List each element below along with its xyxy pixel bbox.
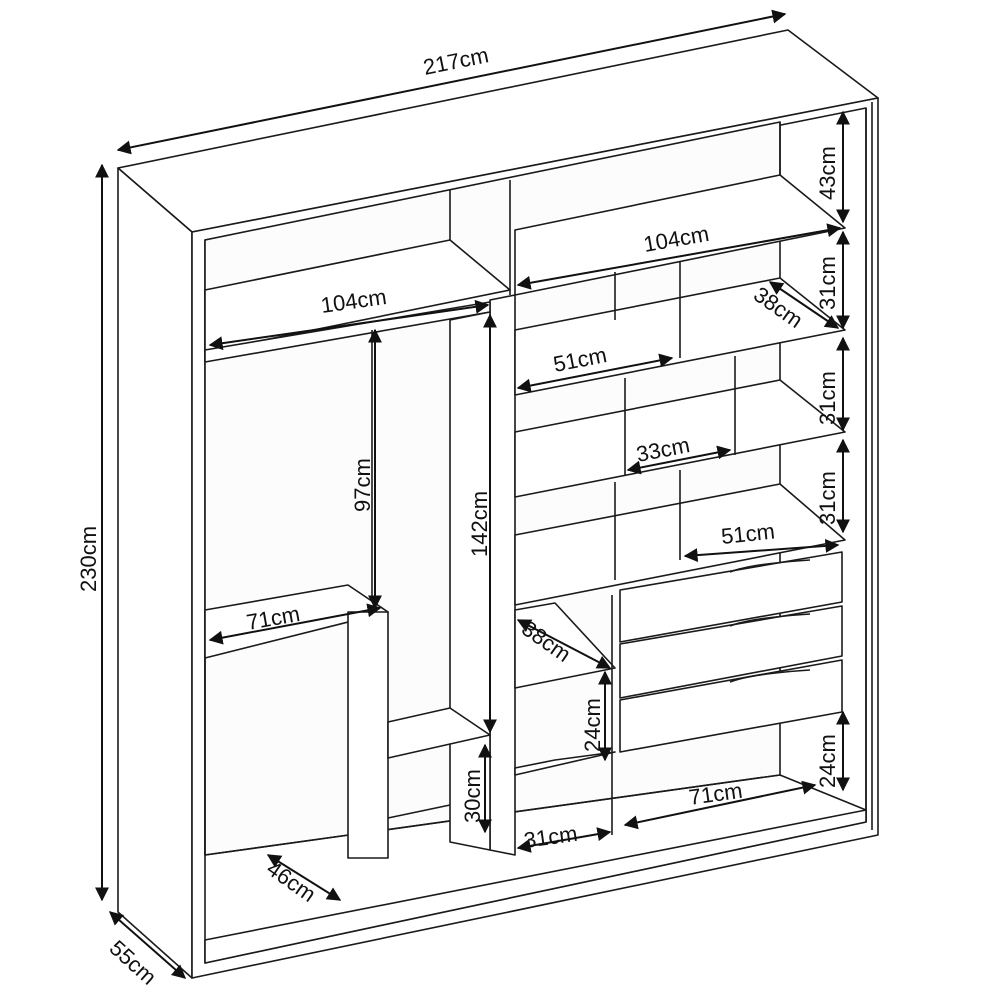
label-total-height: 230cm	[76, 526, 101, 592]
small-shelf-2	[514, 751, 616, 776]
dim-small-shelf-width	[516, 827, 612, 853]
dim-floor-depth	[266, 854, 342, 901]
low-shelf-back	[387, 804, 451, 819]
label-niche-lower: 51cm	[720, 518, 776, 548]
dim-niche-lower	[683, 538, 840, 563]
label-bottom-drawer-height: 24cm	[815, 734, 840, 788]
left-side-panel	[117, 167, 193, 979]
label-shelf-lower: 31cm	[815, 471, 840, 525]
drawer-3-handle	[729, 669, 811, 683]
dim-niche-middle	[626, 445, 732, 475]
drawer-2-handle	[729, 613, 811, 627]
central-divider	[489, 294, 516, 856]
dim-niche-upper	[516, 353, 674, 393]
wardrobe-carcass	[117, 29, 879, 979]
dim-shelf-depth-upper	[768, 281, 840, 329]
low-shelf	[387, 707, 491, 759]
dim-rail-lower	[208, 603, 382, 645]
dim-small-shelf-depth	[516, 619, 612, 669]
label-top-compartment: 43cm	[815, 146, 840, 200]
dim-top-shelf-right	[516, 223, 842, 290]
dim-top-shelf-left	[208, 299, 490, 351]
label-small-shelf-height: 24cm	[580, 698, 605, 752]
label-shelf-middle: 31cm	[815, 371, 840, 425]
dim-total-width	[116, 9, 787, 155]
label-low-shelf: 30cm	[460, 769, 485, 823]
dim-depth	[108, 911, 187, 979]
dim-bottom-drawer-width	[623, 780, 817, 830]
bottom-plinth	[204, 809, 867, 964]
label-hanging-upper: 97cm	[350, 458, 375, 512]
shelf-right-2	[514, 379, 846, 498]
dimension-lines	[95, 9, 850, 979]
lower-left-box-side	[347, 611, 389, 859]
label-shelf-upper: 31cm	[815, 256, 840, 310]
label-hanging-tall: 142cm	[467, 491, 492, 557]
label-total-width: 217cm	[421, 42, 491, 80]
dimension-labels: 217cm 230cm 55cm 104cm 104cm 43cm 31cm 3…	[76, 42, 840, 989]
